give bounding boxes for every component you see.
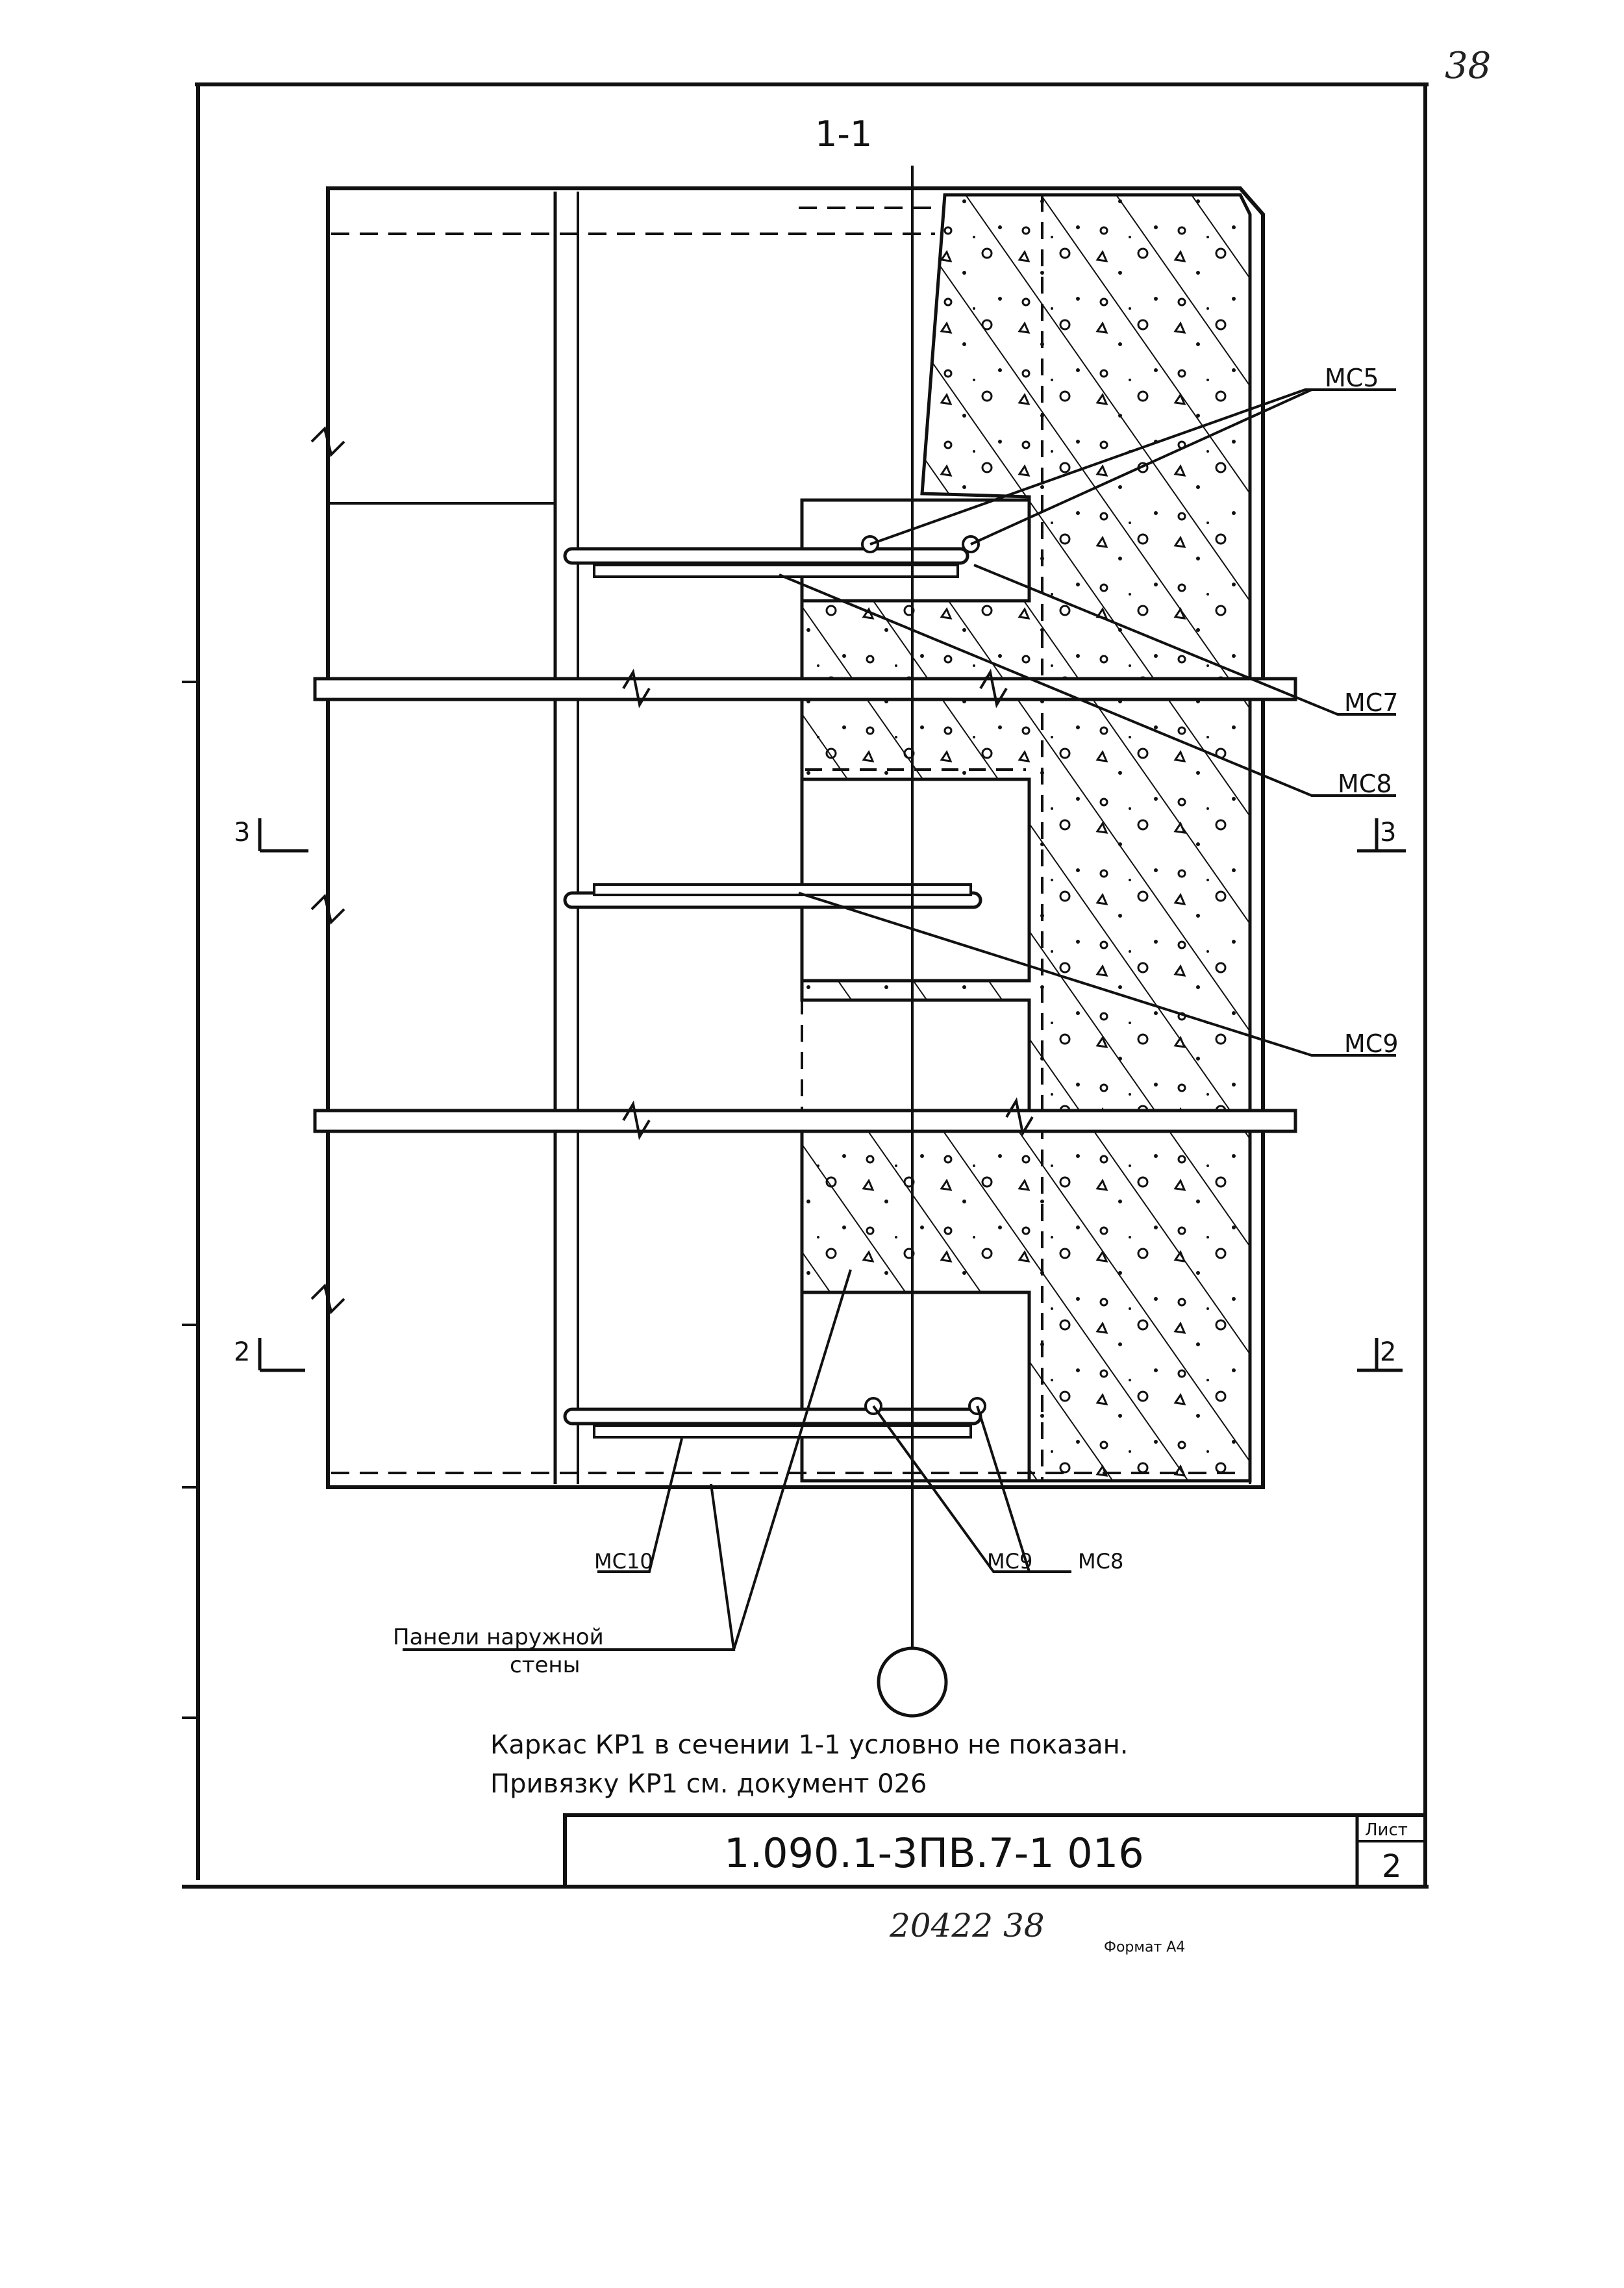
section-mark-right-2: 2 (1380, 1337, 1396, 1367)
page-number: 38 (1445, 45, 1491, 87)
section-title: 1-1 (815, 114, 872, 155)
note-line1: Каркас КР1 в сечении 1-1 условно не пока… (490, 1730, 1128, 1760)
section-mark-right-3: 3 (1380, 818, 1396, 848)
marker-mc9: МС9 (1344, 1029, 1399, 1058)
archive-number: 20422 38 (889, 1907, 1045, 1944)
section-view (258, 166, 1406, 1718)
marker-mc8: МС8 (1338, 770, 1392, 798)
marker-mc9-bottom: МС9 (987, 1549, 1032, 1574)
marker-mc8-bottom: МС8 (1078, 1549, 1123, 1574)
sheet-label: Лист (1365, 1820, 1408, 1840)
sheet-number: 2 (1382, 1848, 1402, 1885)
section-mark-left-2: 2 (234, 1337, 250, 1367)
panels-label-line1: Панели наружной (393, 1624, 604, 1650)
section-mark-left-3: 3 (234, 818, 250, 848)
marker-mc10: МС10 (594, 1549, 653, 1574)
marker-mc7: МС7 (1344, 688, 1399, 717)
format-label: Формат А4 (1104, 1939, 1185, 1955)
marker-mc5: МС5 (1325, 364, 1379, 392)
title-block (563, 1813, 1427, 1889)
panels-label-line2: стены (510, 1652, 581, 1678)
title-block-code: 1.090.1-3ПВ.7-1 016 (724, 1829, 1144, 1877)
note-line2: Привязку КР1 см. документ 026 (490, 1769, 927, 1799)
